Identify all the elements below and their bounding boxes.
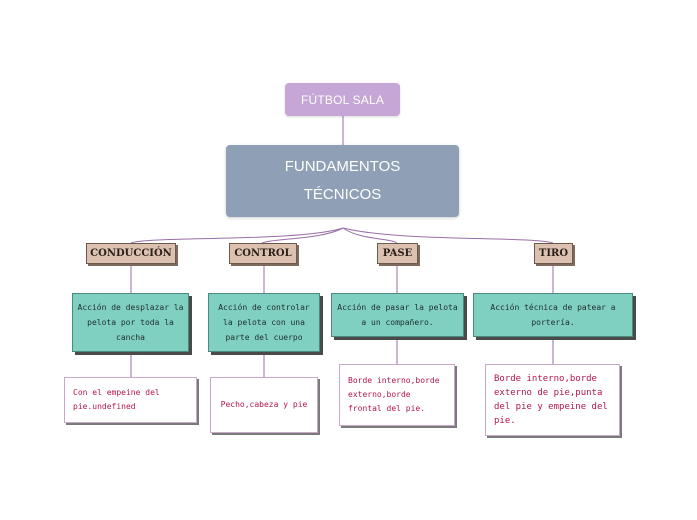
description-control[interactable]: Acción de controlar la pelota con una pa… — [208, 293, 320, 352]
detail-text: Pecho,cabeza y pie — [220, 400, 308, 409]
category-label: PASE — [382, 248, 413, 259]
category-tiro[interactable]: TIRO — [534, 243, 573, 264]
description-conduccion[interactable]: Acción de desplazar la pelota por toda l… — [72, 293, 189, 352]
category-label: TIRO — [538, 248, 569, 259]
detail-tiro[interactable]: Borde interno,borde externo de pie,punta… — [485, 364, 620, 436]
description-pase[interactable]: Acción de pasar la pelota a un compañero… — [331, 293, 464, 337]
category-label: CONTROL — [234, 248, 292, 259]
connector-main-control — [261, 227, 344, 244]
main-topic-line-2: TÉCNICOS — [303, 186, 382, 203]
detail-control[interactable]: Pecho,cabeza y pie — [210, 377, 318, 433]
description-text: Acción de desplazar la pelota por toda l… — [77, 303, 184, 342]
description-text: Acción de pasar la pelota a un compañero… — [337, 303, 458, 327]
description-tiro[interactable]: Acción técnica de patear a portería. — [473, 293, 633, 337]
main-topic-fundamentos-tecnicos[interactable]: FUNDAMENTOS TÉCNICOS — [226, 145, 459, 217]
category-label: CONDUCCIÓN — [90, 248, 172, 259]
category-pase[interactable]: PASE — [377, 243, 418, 264]
detail-pase[interactable]: Borde interno,borde externo,borde fronta… — [339, 364, 455, 426]
connector-main-conduccion — [130, 227, 344, 244]
main-topic-line-1: FUNDAMENTOS — [284, 158, 401, 175]
detail-text: Borde interno,borde externo,borde fronta… — [348, 376, 440, 413]
detail-text: Con el empeine del pie.undefined — [73, 388, 160, 411]
detail-conduccion[interactable]: Con el empeine del pie.undefined — [64, 377, 197, 423]
description-text: Acción de controlar la pelota con una pa… — [218, 303, 310, 342]
root-node-futbol-sala[interactable]: FÚTBOL SALA — [285, 83, 400, 116]
root-node-label: FÚTBOL SALA — [300, 92, 385, 107]
category-conduccion[interactable]: CONDUCCIÓN — [86, 243, 176, 264]
description-text: Acción técnica de patear a portería. — [490, 303, 616, 327]
category-control[interactable]: CONTROL — [229, 243, 297, 264]
detail-text: Borde interno,borde externo de pie,punta… — [494, 374, 608, 426]
connector-main-tiro — [342, 227, 554, 244]
connector-main-pase — [342, 227, 398, 244]
